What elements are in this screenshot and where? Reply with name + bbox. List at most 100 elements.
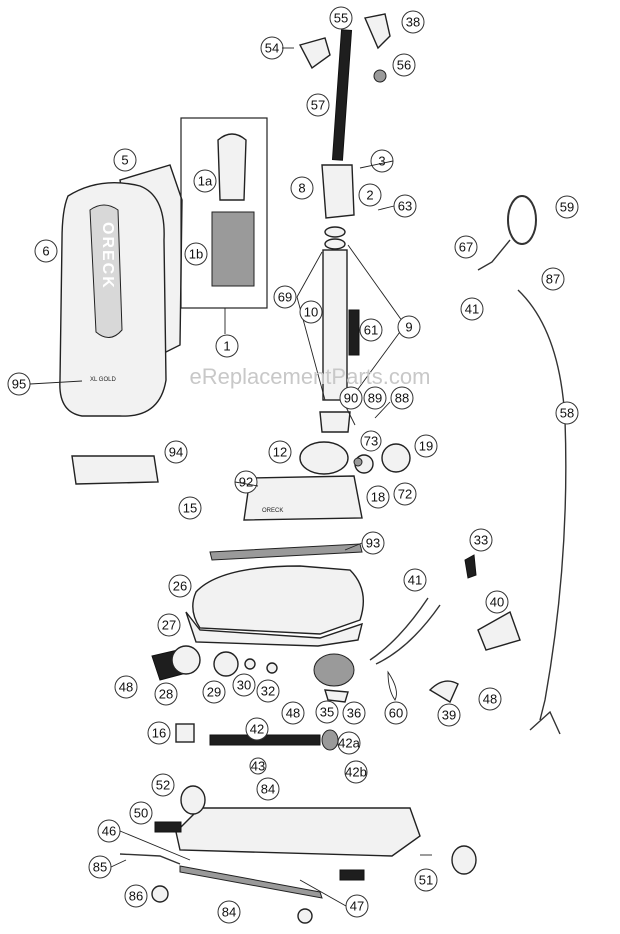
svg-text:57: 57 [311,98,325,113]
callout-51: 51 [414,868,438,892]
callout-29: 29 [202,680,226,704]
callout-10: 10 [299,300,323,324]
callout-18: 18 [366,485,390,509]
outer-bag: ORECK XL GOLD [59,164,183,417]
svg-text:35: 35 [320,705,334,720]
callout-47: 47 [345,894,369,918]
callout-41: 41 [460,297,484,321]
svg-text:87: 87 [546,272,560,287]
svg-text:29: 29 [207,685,221,700]
svg-text:9: 9 [405,320,412,335]
power-cord [477,195,567,735]
callout-73: 73 [360,430,382,452]
callout-3: 3 [370,149,394,173]
svg-text:32: 32 [261,684,275,699]
svg-text:48: 48 [119,680,133,695]
callout-86: 86 [124,884,148,908]
svg-text:38: 38 [406,15,420,30]
callout-35: 35 [315,700,339,724]
callout-60: 60 [384,701,408,725]
callout-92: 92 [234,470,258,494]
callout-16: 16 [147,721,171,745]
svg-text:33: 33 [474,533,488,548]
svg-text:18: 18 [371,490,385,505]
svg-text:30: 30 [237,678,251,693]
callout-12: 12 [268,440,292,464]
svg-text:52: 52 [156,778,170,793]
callout-8: 8 [290,176,314,200]
handle-assembly [299,29,360,475]
brushroll [175,723,339,751]
callout-43: 43 [249,757,267,775]
svg-text:27: 27 [162,618,176,633]
callouts: 55 38 54 56 57 3 5 1a 8 2 63 6 59 1b 67 … [7,6,579,924]
svg-text:94: 94 [169,445,183,460]
svg-text:1a: 1a [198,174,213,189]
svg-text:93: 93 [366,536,380,551]
callout-2: 2 [358,183,382,207]
callout-95: 95 [7,372,31,396]
callout-54: 54 [260,36,284,60]
svg-text:84: 84 [261,782,275,797]
callout-41b: 41 [403,568,427,592]
callout-19: 19 [414,434,438,458]
svg-text:84: 84 [222,905,236,920]
callout-1b: 1b [184,242,208,266]
motor-parts [151,554,521,704]
callout-59: 59 [555,195,579,219]
callout-85: 85 [88,855,112,879]
callout-48c: 48 [478,687,502,711]
callout-72: 72 [393,482,417,506]
svg-text:50: 50 [134,806,148,821]
callout-30: 30 [232,673,256,697]
top-cover: ORECK [71,455,363,561]
svg-text:10: 10 [304,305,318,320]
callout-55: 55 [329,6,353,30]
watermark: eReplacementParts.com [190,364,431,389]
svg-text:89: 89 [368,391,382,406]
pivot-parts [344,401,411,474]
svg-text:59: 59 [560,200,574,215]
callout-26: 26 [168,574,192,598]
callout-15: 15 [178,496,202,520]
callout-48a: 48 [114,675,138,699]
callout-42: 42 [245,717,269,741]
callout-93: 93 [361,531,385,555]
callout-48b: 48 [281,701,305,725]
callout-56: 56 [392,53,416,77]
svg-text:42a: 42a [338,736,360,751]
inset-box [180,117,268,334]
svg-text:55: 55 [334,11,348,26]
svg-text:85: 85 [93,860,107,875]
callout-52: 52 [151,773,175,797]
leader-lines [29,47,395,907]
callout-5: 5 [113,148,137,172]
callout-42a: 42a [337,731,361,755]
svg-text:26: 26 [173,579,187,594]
svg-text:46: 46 [102,824,116,839]
base-plate [119,785,477,924]
callout-84a: 84 [256,777,280,801]
callout-33: 33 [469,528,493,552]
svg-text:42b: 42b [345,765,367,780]
svg-text:43: 43 [251,759,265,774]
callout-6: 6 [34,239,58,263]
svg-text:41: 41 [408,573,422,588]
svg-text:48: 48 [483,692,497,707]
svg-text:86: 86 [129,889,143,904]
callout-50: 50 [129,801,153,825]
svg-text:16: 16 [152,726,166,741]
svg-text:2: 2 [366,188,373,203]
callout-58: 58 [555,401,579,425]
svg-text:6: 6 [42,244,49,259]
callout-90: 90 [339,386,363,410]
svg-text:90: 90 [344,391,358,406]
svg-text:1: 1 [223,339,230,354]
svg-text:19: 19 [419,439,433,454]
svg-text:1b: 1b [189,247,203,262]
callout-57: 57 [306,93,330,117]
svg-text:5: 5 [121,153,128,168]
head-brand-text: ORECK [262,508,283,514]
svg-text:88: 88 [395,391,409,406]
